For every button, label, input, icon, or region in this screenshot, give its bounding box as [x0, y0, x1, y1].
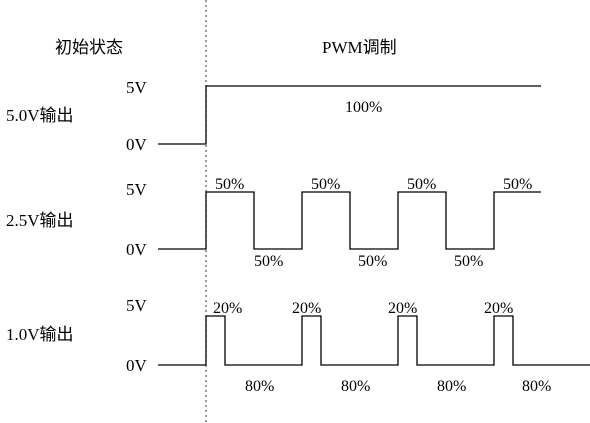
off-label: 80% [245, 378, 274, 395]
duty-label: 20% [292, 300, 321, 317]
off-label: 80% [341, 378, 370, 395]
waveform-100 [158, 85, 541, 145]
row-2-5v: 2.5V输出 5V 0V 50% 50% 50% 50% 50% 50% 50% [6, 176, 541, 270]
level-high-label: 5V [126, 296, 148, 315]
duty-label: 20% [484, 300, 513, 317]
pwm-header: PWM调制 [322, 38, 397, 57]
off-label: 80% [522, 378, 551, 395]
level-high-label: 5V [126, 180, 148, 199]
duty-label: 20% [213, 300, 242, 317]
waveform-20 [158, 315, 590, 366]
level-low-label: 0V [126, 356, 148, 375]
row-5v: 5.0V输出 5V 0V 100% [6, 78, 541, 154]
level-low-label: 0V [126, 135, 148, 154]
row-label: 1.0V输出 [6, 325, 74, 344]
duty-label: 50% [407, 176, 436, 193]
duty-label: 50% [311, 176, 340, 193]
row-1v: 1.0V输出 5V 0V 20% 20% 20% 20% 80% 80% 80%… [6, 296, 590, 395]
duty-label: 100% [345, 99, 382, 116]
initial-state-header: 初始状态 [55, 38, 123, 57]
duty-label: 50% [503, 176, 532, 193]
off-label: 50% [254, 253, 283, 270]
level-low-label: 0V [126, 240, 148, 259]
row-label: 5.0V输出 [6, 106, 74, 125]
off-label: 80% [437, 378, 466, 395]
off-label: 50% [454, 253, 483, 270]
duty-label: 50% [215, 176, 244, 193]
duty-label: 20% [388, 300, 417, 317]
row-label: 2.5V输出 [6, 211, 74, 230]
level-high-label: 5V [126, 78, 148, 97]
waveform-50 [158, 191, 541, 250]
off-label: 50% [358, 253, 387, 270]
